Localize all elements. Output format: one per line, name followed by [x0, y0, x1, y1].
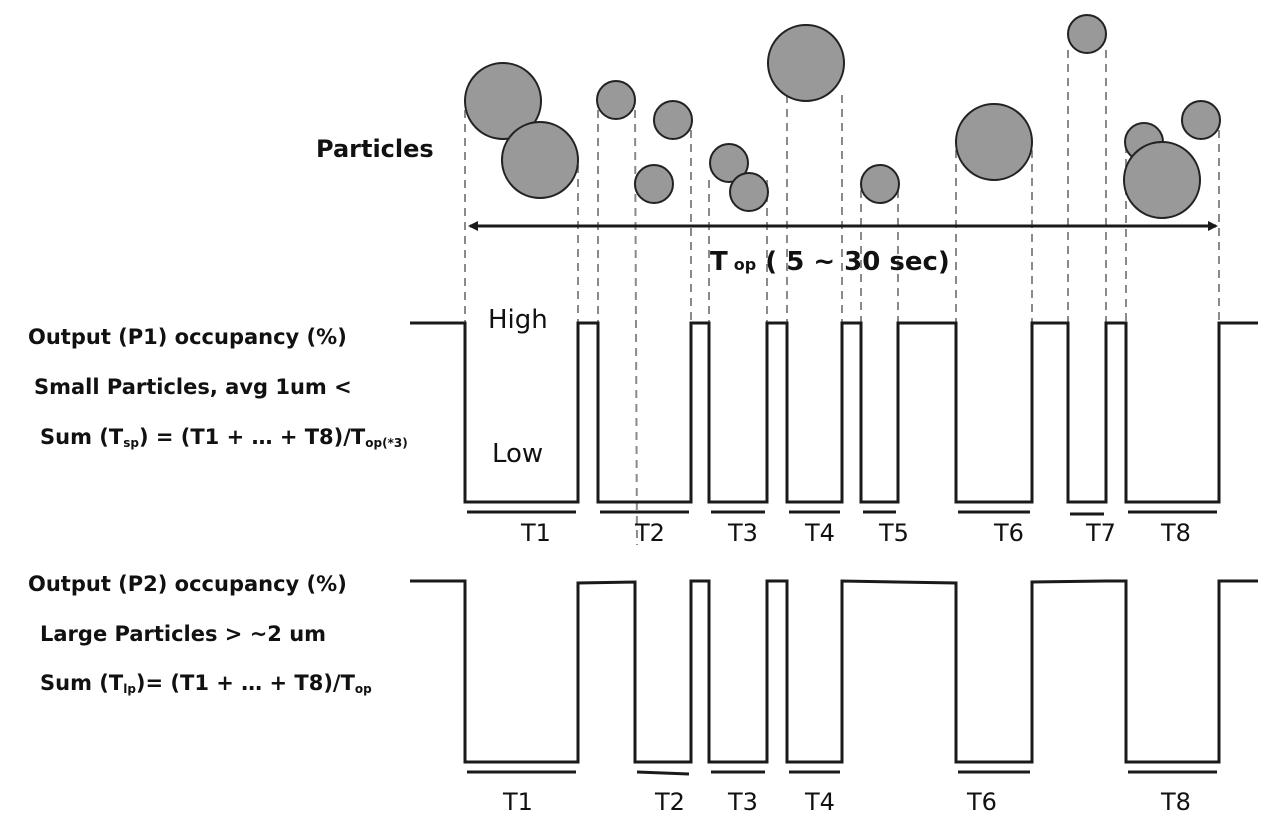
particle	[709, 143, 749, 183]
p1-subtitle: Small Particles, avg 1um <	[34, 375, 352, 399]
p1-formula: Sum (Tsp) = (T1 + … + T8)/Top(*3)	[40, 425, 408, 450]
p1-pulse-label: T3	[727, 519, 758, 547]
particle	[1123, 141, 1201, 219]
particle	[464, 62, 542, 140]
particle	[596, 80, 636, 120]
p2-pulse-label: T4	[804, 788, 835, 816]
p2-pulse-labels: T1 T2 T3 T4 T6 T8	[502, 788, 1191, 816]
p1-pulse-label: T6	[993, 519, 1024, 547]
particle	[501, 121, 579, 199]
p2-title: Output (P2) occupancy (%)	[28, 572, 347, 596]
p2-pulse-label: T1	[502, 788, 533, 816]
p1-title: Output (P1) occupancy (%)	[28, 325, 347, 349]
p1-pulse-underlines	[467, 510, 1217, 516]
p1-pulse-label: T2	[634, 519, 665, 547]
p2-subtitle: Large Particles > ~2 um	[40, 622, 326, 646]
particle	[1067, 14, 1107, 54]
p2-pulse-label: T6	[966, 788, 997, 816]
particle	[767, 24, 845, 102]
p1-pulse-labels: T1 T2 T3 T4 T5 T6 T7 T8	[520, 519, 1191, 547]
level-high-label: High	[488, 305, 548, 335]
particle	[634, 164, 674, 204]
p2-waveform	[410, 579, 1258, 764]
p1-pulse-label: T7	[1085, 519, 1116, 547]
particles	[464, 14, 1221, 219]
particle	[653, 100, 693, 140]
p1-pulse-label: T4	[804, 519, 835, 547]
p2-pulse-label: T8	[1160, 788, 1191, 816]
level-low-label: Low	[492, 439, 543, 469]
p1-pulse-label: T8	[1160, 519, 1191, 547]
p2-pulse-label: T3	[727, 788, 758, 816]
p1-pulse-label: T5	[878, 519, 909, 547]
particle	[955, 103, 1033, 181]
particles-label: Particles	[316, 135, 434, 163]
p2-formula: Sum (Tlp)= (T1 + … + T8)/Top	[40, 671, 372, 696]
p1-waveform	[410, 321, 1258, 504]
p2-pulse-label: T2	[654, 788, 685, 816]
particle	[860, 164, 900, 204]
p2-underline	[636, 770, 690, 776]
p2-pulse-underlines	[467, 770, 1217, 776]
p1-pulse-label: T1	[520, 519, 551, 547]
particle	[1181, 100, 1221, 140]
particle	[729, 172, 769, 212]
